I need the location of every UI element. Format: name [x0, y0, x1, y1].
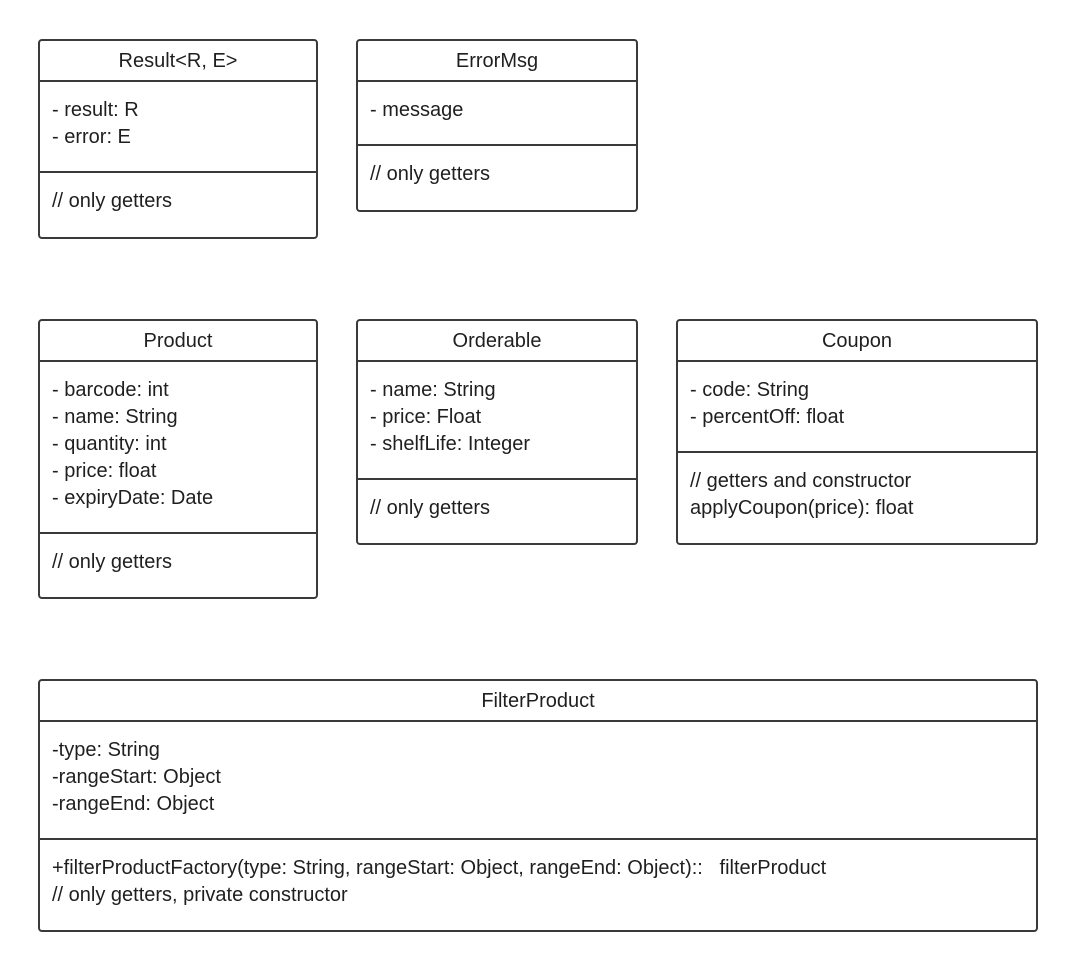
operations-coupon: // getters and constructor applyCoupon(p…	[678, 453, 1036, 543]
attributes-product: - barcode: int - name: String - quantity…	[40, 362, 316, 534]
attribute-line: - quantity: int	[52, 433, 167, 455]
operations-orderable: // only getters	[358, 480, 636, 543]
class-box-coupon: Coupon - code: String - percentOff: floa…	[676, 319, 1038, 545]
operation-line: applyCoupon(price): float	[690, 497, 914, 519]
operation-line: // only getters	[370, 163, 491, 185]
operation-line: // only getters	[370, 497, 491, 519]
attribute-line: -rangeEnd: Object	[52, 793, 215, 815]
attribute-line: - shelfLife: Integer	[370, 433, 531, 455]
attribute-line: - result: R	[52, 99, 139, 121]
class-name-filterproduct: FilterProduct	[40, 681, 1036, 722]
class-box-result: Result<R, E> - result: R - error: E // o…	[38, 39, 318, 239]
class-box-filterproduct: FilterProduct -type: String -rangeStart:…	[38, 679, 1038, 932]
attribute-line: - price: float	[52, 460, 157, 482]
attribute-line: - price: Float	[370, 406, 482, 428]
class-name-orderable: Orderable	[358, 321, 636, 362]
attribute-line: - name: String	[370, 379, 496, 401]
operation-line: // only getters	[52, 551, 173, 573]
attribute-line: - expiryDate: Date	[52, 487, 214, 509]
operation-line: // getters and constructor	[690, 470, 912, 492]
attribute-line: - barcode: int	[52, 379, 169, 401]
attribute-line: - message	[370, 99, 464, 121]
class-name-coupon: Coupon	[678, 321, 1036, 362]
class-name-errormsg: ErrorMsg	[358, 41, 636, 82]
operations-filterproduct: +filterProductFactory(type: String, rang…	[40, 840, 1036, 930]
operations-errormsg: // only getters	[358, 146, 636, 210]
attribute-line: - error: E	[52, 126, 131, 148]
attributes-filterproduct: -type: String -rangeStart: Object -range…	[40, 722, 1036, 840]
class-box-errormsg: ErrorMsg - message // only getters	[356, 39, 638, 212]
operations-product: // only getters	[40, 534, 316, 597]
attribute-line: -rangeStart: Object	[52, 766, 221, 788]
operations-result: // only getters	[40, 173, 316, 237]
attributes-orderable: - name: String - price: Float - shelfLif…	[358, 362, 636, 480]
operation-line: // only getters	[52, 190, 173, 212]
operation-line: +filterProductFactory(type: String, rang…	[52, 857, 827, 879]
class-box-orderable: Orderable - name: String - price: Float …	[356, 319, 638, 545]
class-box-product: Product - barcode: int - name: String - …	[38, 319, 318, 599]
attribute-line: -type: String	[52, 739, 160, 761]
attribute-line: - code: String	[690, 379, 809, 401]
attributes-coupon: - code: String - percentOff: float	[678, 362, 1036, 453]
attributes-errormsg: - message	[358, 82, 636, 146]
attribute-line: - percentOff: float	[690, 406, 845, 428]
class-name-result: Result<R, E>	[40, 41, 316, 82]
class-name-product: Product	[40, 321, 316, 362]
attributes-result: - result: R - error: E	[40, 82, 316, 173]
operation-line: // only getters, private constructor	[52, 884, 348, 906]
attribute-line: - name: String	[52, 406, 178, 428]
